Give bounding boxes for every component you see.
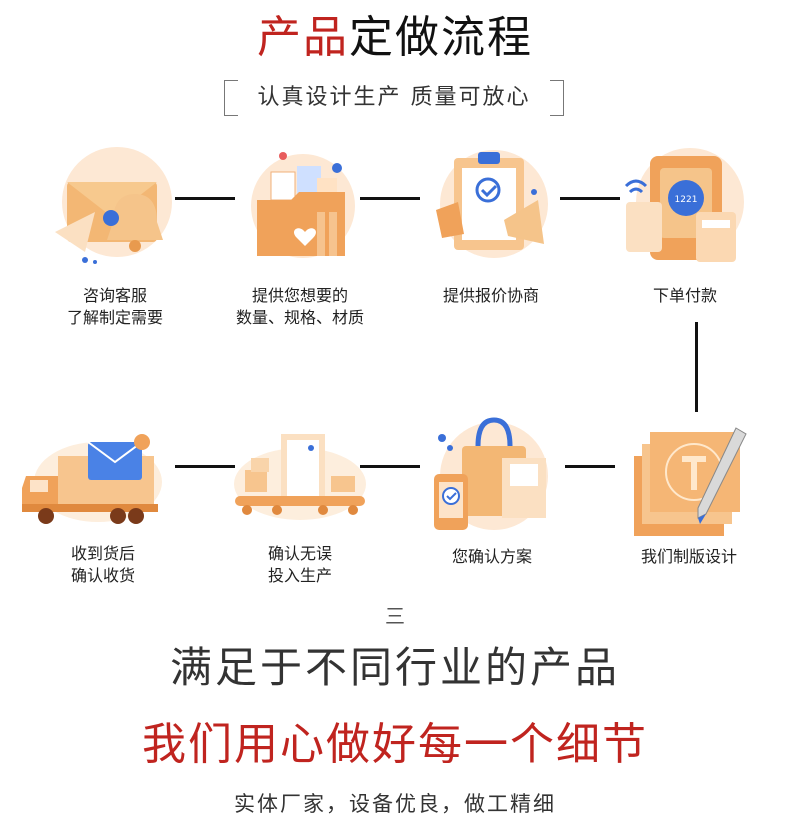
connector-7-8 bbox=[565, 465, 615, 468]
delivery-truck-icon bbox=[22, 434, 162, 524]
slogan-red: 我们用心做好每一个细节 bbox=[142, 719, 648, 770]
slogan-bottom: 实体厂家，设备优良，做工精细 bbox=[234, 792, 556, 816]
step-label-receive: 收到货后 确认收货 bbox=[18, 543, 188, 587]
connector-5-6 bbox=[175, 465, 235, 468]
step-label-line2: 数量、规格、材质 bbox=[235, 308, 364, 327]
step-label-line1: 咨询客服 bbox=[82, 286, 147, 305]
step-label-line1: 您确认方案 bbox=[451, 547, 532, 566]
step-label-line1: 我们制版设计 bbox=[640, 547, 737, 566]
step-label-line2: 确认收货 bbox=[70, 566, 135, 585]
step-label-line1: 下单付款 bbox=[652, 286, 717, 305]
card-payment-icon: 1221 bbox=[624, 148, 744, 262]
production-machine-icon bbox=[234, 434, 366, 520]
title-red-part: 产品 bbox=[257, 12, 349, 63]
step-label-consult: 咨询客服 了解制定需要 bbox=[30, 285, 200, 329]
connector-6-7 bbox=[360, 465, 420, 468]
step-label-line1: 收到货后 bbox=[70, 544, 135, 563]
connector-1-2 bbox=[175, 197, 235, 200]
connector-3-4 bbox=[560, 197, 620, 200]
step-label-line2: 了解制定需要 bbox=[66, 308, 163, 327]
subtitle-text: 认真设计生产 质量可放心 bbox=[257, 85, 531, 110]
step-label-production: 确认无误 投入生产 bbox=[215, 543, 385, 587]
step-label-provide-specs: 提供您想要的 数量、规格、材质 bbox=[215, 285, 385, 329]
step-label-line1: 确认无误 bbox=[267, 544, 332, 563]
folder-files-icon bbox=[251, 152, 355, 258]
clipboard-megaphone-icon bbox=[436, 150, 548, 258]
step-label-design: 我们制版设计 bbox=[604, 546, 774, 568]
subtitle-frame-gap bbox=[238, 78, 550, 118]
page-title: 产品定做流程 bbox=[0, 8, 790, 68]
step-label-payment: 下单付款 bbox=[600, 285, 770, 307]
slogan-main: 满足于不同行业的产品 bbox=[169, 643, 620, 692]
step-label-line1: 提供报价协商 bbox=[442, 286, 539, 305]
svg-text:1221: 1221 bbox=[675, 195, 698, 205]
title-dark-part: 定做流程 bbox=[349, 12, 533, 63]
mail-bell-icon bbox=[55, 147, 172, 264]
connector-2-3 bbox=[360, 197, 420, 200]
connector-4-5 bbox=[695, 322, 698, 412]
step-label-line2: 投入生产 bbox=[267, 566, 332, 585]
step-label-confirm-plan: 您确认方案 bbox=[407, 546, 577, 568]
step-label-quote: 提供报价协商 bbox=[406, 285, 576, 307]
equiv-symbol: 三 bbox=[385, 604, 405, 628]
step-label-line1: 提供您想要的 bbox=[251, 286, 348, 305]
subtitle-box: 认真设计生产 质量可放心 bbox=[224, 78, 564, 118]
shopping-bag-phone-icon bbox=[434, 417, 548, 530]
design-pen-icon bbox=[634, 427, 747, 536]
